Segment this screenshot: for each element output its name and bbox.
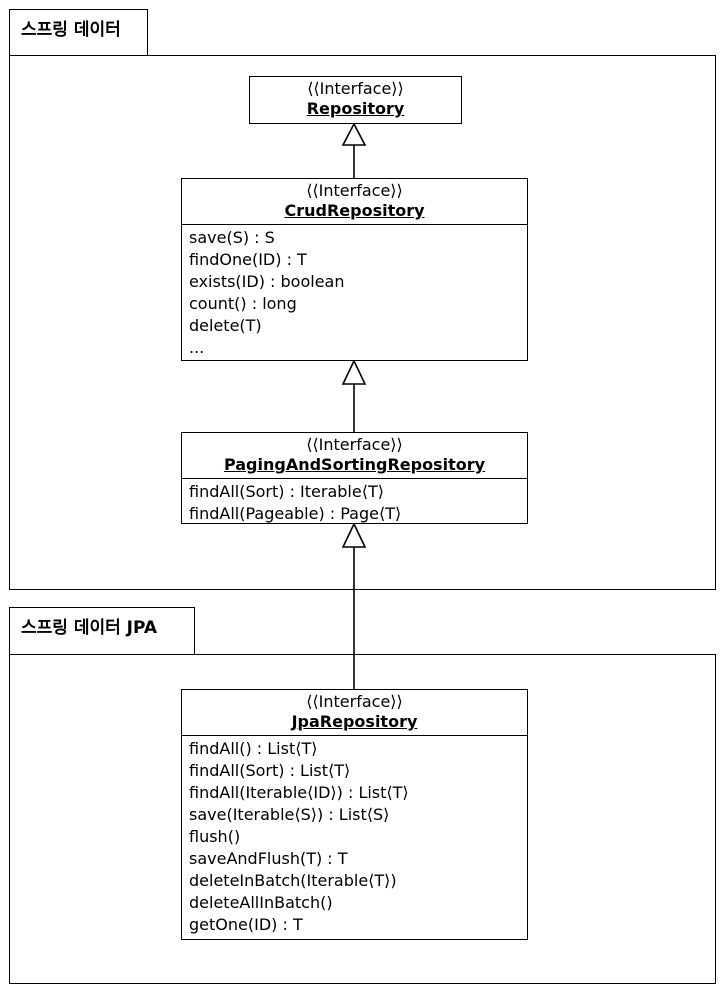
operation: flush() bbox=[189, 827, 241, 846]
generalization-arrowhead bbox=[341, 522, 367, 548]
operation: findAll() : List⟨T⟩ bbox=[189, 739, 318, 758]
class-paging-and-sorting-repository: ⟨⟨Interface⟩⟩ PagingAndSortingRepository… bbox=[181, 432, 528, 524]
class-header: ⟨⟨Interface⟩⟩ PagingAndSortingRepository bbox=[182, 433, 527, 478]
class-header: ⟨⟨Interface⟩⟩ Repository bbox=[250, 77, 461, 119]
operation: ... bbox=[189, 338, 205, 357]
operation: count() : long bbox=[189, 294, 297, 313]
class-jpa-repository: ⟨⟨Interface⟩⟩ JpaRepository findAll() : … bbox=[181, 689, 528, 940]
operation: save(Iterable⟨S⟩) : List⟨S⟩ bbox=[189, 805, 390, 824]
operation: findAll(Sort) : Iterable⟨T⟩ bbox=[189, 482, 384, 501]
class-header: ⟨⟨Interface⟩⟩ CrudRepository bbox=[182, 179, 527, 224]
operation: deleteInBatch(Iterable⟨T⟩) bbox=[189, 871, 397, 890]
package-spring-data bbox=[9, 55, 716, 590]
class-name: CrudRepository bbox=[284, 201, 425, 220]
generalization-arrowhead bbox=[341, 122, 367, 146]
package-title: 스프링 데이터 bbox=[21, 20, 121, 40]
stereotype-label: ⟨⟨Interface⟩⟩ bbox=[306, 435, 403, 454]
class-repository: ⟨⟨Interface⟩⟩ Repository bbox=[249, 76, 462, 124]
operation: save(S) : S bbox=[189, 228, 275, 247]
operation: saveAndFlush(T) : T bbox=[189, 849, 348, 868]
operation: deleteAllInBatch() bbox=[189, 893, 333, 912]
stereotype-label: ⟨⟨Interface⟩⟩ bbox=[307, 79, 404, 98]
operation: getOne(ID) : T bbox=[189, 915, 303, 934]
package-title: 스프링 데이터 JPA bbox=[21, 618, 158, 638]
operations-compartment: findAll() : List⟨T⟩ findAll(Sort) : List… bbox=[182, 735, 527, 936]
operation: findOne(ID) : T bbox=[189, 250, 307, 269]
stereotype-label: ⟨⟨Interface⟩⟩ bbox=[306, 181, 403, 200]
operation: findAll(Iterable⟨ID⟩) : List⟨T⟩ bbox=[189, 783, 409, 802]
operation: delete(T) bbox=[189, 316, 262, 335]
stereotype-label: ⟨⟨Interface⟩⟩ bbox=[306, 692, 403, 711]
operations-compartment: findAll(Sort) : Iterable⟨T⟩ findAll(Page… bbox=[182, 478, 527, 525]
class-crud-repository: ⟨⟨Interface⟩⟩ CrudRepository save(S) : S… bbox=[181, 178, 528, 361]
operation: findAll(Pageable) : Page⟨T⟩ bbox=[189, 504, 402, 523]
class-name: JpaRepository bbox=[291, 712, 418, 731]
class-name: PagingAndSortingRepository bbox=[223, 455, 486, 474]
operation: exists(ID) : boolean bbox=[189, 272, 345, 291]
operations-compartment: save(S) : S findOne(ID) : T exists(ID) :… bbox=[182, 224, 527, 359]
package-tab-spring-data: 스프링 데이터 bbox=[9, 9, 148, 56]
package-spring-data-jpa bbox=[9, 654, 716, 984]
generalization-arrowhead bbox=[341, 359, 367, 385]
class-name: Repository bbox=[306, 99, 405, 118]
class-header: ⟨⟨Interface⟩⟩ JpaRepository bbox=[182, 690, 527, 735]
operation: findAll(Sort) : List⟨T⟩ bbox=[189, 761, 351, 780]
